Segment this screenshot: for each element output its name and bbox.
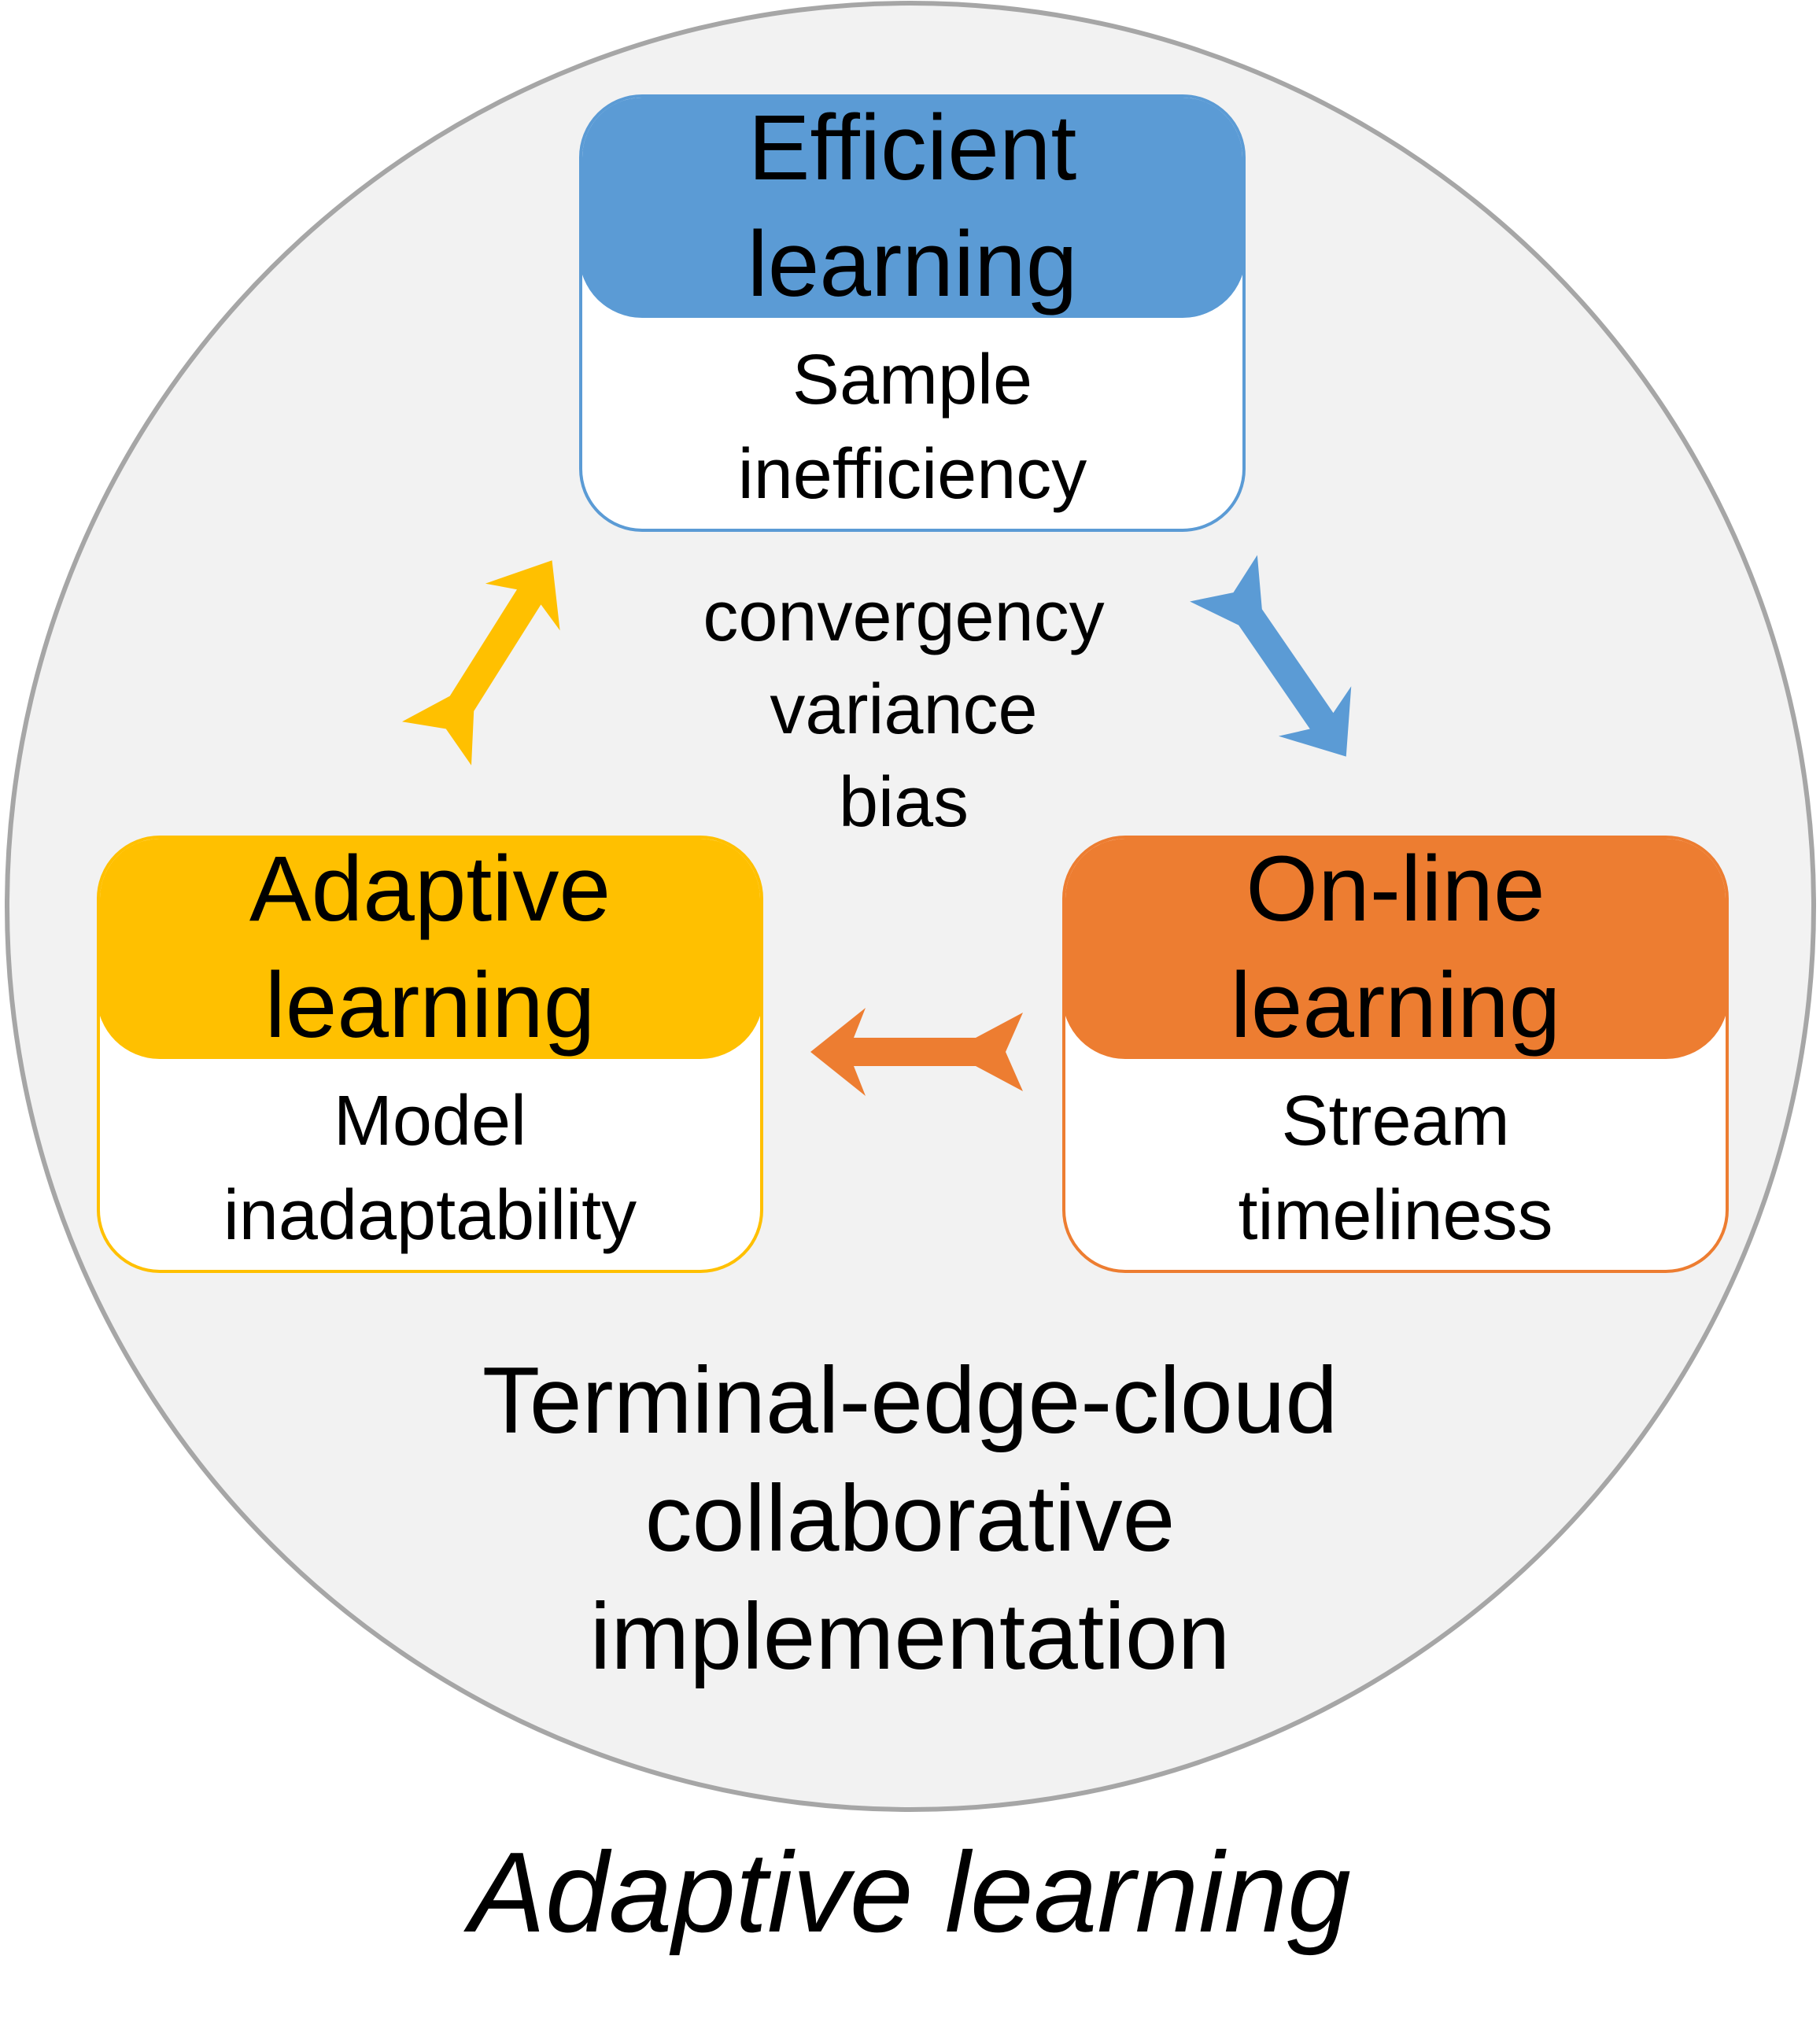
implementation-line2: collaborative <box>644 1466 1176 1571</box>
online-title-line1: On-line <box>1246 837 1545 941</box>
arrow-adaptive-to-efficient <box>401 560 560 766</box>
adaptive-sub-line1: Model <box>333 1082 527 1160</box>
implementation-line1: Terminal-edge-cloud <box>482 1348 1338 1453</box>
efficient-sub-line2: inefficiency <box>737 435 1087 514</box>
adaptive-learning-header: Adaptive learning <box>100 837 760 1059</box>
implementation-label: Terminal-edge-cloud collaborative implem… <box>0 1341 1820 1695</box>
center-terms: convergency variance bias <box>0 570 1814 849</box>
online-sub-line1: Stream <box>1281 1082 1510 1160</box>
online-sub-line2: timeliness <box>1238 1176 1553 1255</box>
adaptive-title-line1: Adaptive <box>249 837 611 941</box>
online-learning-challenge: Stream timeliness <box>1065 1067 1726 1270</box>
efficient-learning-box: Efficient learning Sample inefficiency <box>579 94 1246 532</box>
adaptive-learning-box: Adaptive learning Model inadaptability <box>97 836 763 1273</box>
adaptive-learning-challenge: Model inadaptability <box>100 1067 760 1270</box>
arrow-online-to-adaptive <box>810 1008 1023 1096</box>
online-learning-header: On-line learning <box>1065 837 1726 1059</box>
online-title-line2: learning <box>1230 954 1561 1057</box>
adaptive-sub-line2: inadaptability <box>223 1176 637 1255</box>
implementation-line3: implementation <box>589 1584 1231 1689</box>
term-bias: bias <box>838 763 969 842</box>
arrow-efficient-to-online <box>1190 555 1352 757</box>
efficient-learning-header: Efficient learning <box>582 96 1242 318</box>
outer-circle <box>5 1 1816 1812</box>
efficient-title-line1: Efficient <box>748 96 1077 200</box>
term-variance: variance <box>770 670 1038 749</box>
efficient-learning-challenge: Sample inefficiency <box>582 326 1242 529</box>
efficient-title-line2: learning <box>747 212 1078 316</box>
efficient-sub-line1: Sample <box>792 341 1033 419</box>
online-learning-box: On-line learning Stream timeliness <box>1062 836 1729 1273</box>
adaptive-title-line2: learning <box>264 954 596 1057</box>
term-convergency: convergency <box>703 577 1105 656</box>
caption: Adaptive learning <box>469 1828 1351 1956</box>
